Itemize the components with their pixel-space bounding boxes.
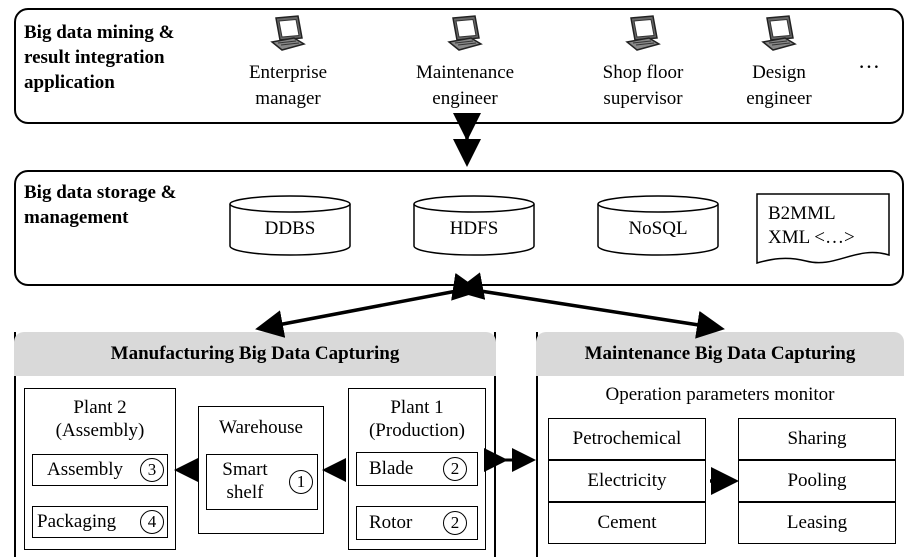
station-label: Rotor [369,512,413,533]
database-label: HDFS [449,218,499,239]
station-label: Packaging [37,511,117,532]
database-label: NoSQL [628,218,688,239]
model-pooling[interactable]: Pooling [738,460,896,502]
model-sharing[interactable]: Sharing [738,418,896,460]
more-users-ellipsis: … [858,48,880,73]
laptop-icon [625,15,661,51]
database-cylinder-icon [413,195,535,256]
station-blade[interactable]: Blade 2 [356,452,478,486]
maintenance-panel-title: Maintenance Big Data Capturing [536,332,904,376]
industry-electricity[interactable]: Electricity [548,460,706,502]
document-icon [756,193,890,264]
laptop-icon [447,15,483,51]
warehouse-title: Warehouse [219,417,303,438]
station-number-badge: 2 [443,457,467,481]
document-line-1: B2MML [768,203,836,224]
document-b2mml-xml[interactable]: B2MML XML <…> [756,193,890,267]
laptop-icon [270,15,306,51]
user-shop-floor-supervisor[interactable]: Shop floor supervisor [578,14,708,112]
station-number-badge: 2 [443,511,467,535]
user-enterprise-manager[interactable]: Enterprise manager [223,14,353,112]
application-layer-title: Big data mining & result integration app… [24,22,175,93]
database-hdfs[interactable]: HDFS [412,194,536,258]
storage-layer-title: Big data storage & management [24,182,177,228]
plant-2-title: Plant 2 (Assembly) [55,397,145,441]
manufacturing-panel [14,332,496,557]
database-label: DDBS [264,218,316,239]
arrow-storage-manufacturing [255,272,486,338]
station-packaging[interactable]: Packaging 4 [32,506,168,538]
database-nosql[interactable]: NoSQL [596,194,720,258]
laptop-icon [761,15,797,51]
document-line-2: XML <…> [768,227,855,248]
plant-1-title: Plant 1 (Production) [368,397,466,441]
station-label: Assembly [47,459,123,480]
station-number-badge: 3 [140,458,164,482]
database-cylinder-icon [229,195,351,256]
user-maintenance-engineer[interactable]: Maintenance engineer [400,14,530,112]
manufacturing-panel-title: Manufacturing Big Data Capturing [14,332,496,376]
database-cylinder-icon [597,195,719,256]
arrow-storage-maintenance [451,272,725,339]
user-design-engineer[interactable]: Design engineer [714,14,844,112]
model-leasing[interactable]: Leasing [738,502,896,544]
maintenance-subtitle: Operation parameters monitor [605,384,835,405]
smart-shelf-label: Smart shelf [222,459,268,503]
station-label: Blade [369,458,414,479]
station-number-badge: 4 [140,510,164,534]
station-number-badge: 1 [289,470,313,494]
maintenance-panel [536,332,904,557]
smart-shelf[interactable]: Smart shelf 1 [206,454,318,510]
industry-cement[interactable]: Cement [548,502,706,544]
station-assembly[interactable]: Assembly 3 [32,454,168,486]
station-rotor[interactable]: Rotor 2 [356,506,478,540]
industry-petrochemical[interactable]: Petrochemical [548,418,706,460]
database-ddbs[interactable]: DDBS [228,194,352,258]
